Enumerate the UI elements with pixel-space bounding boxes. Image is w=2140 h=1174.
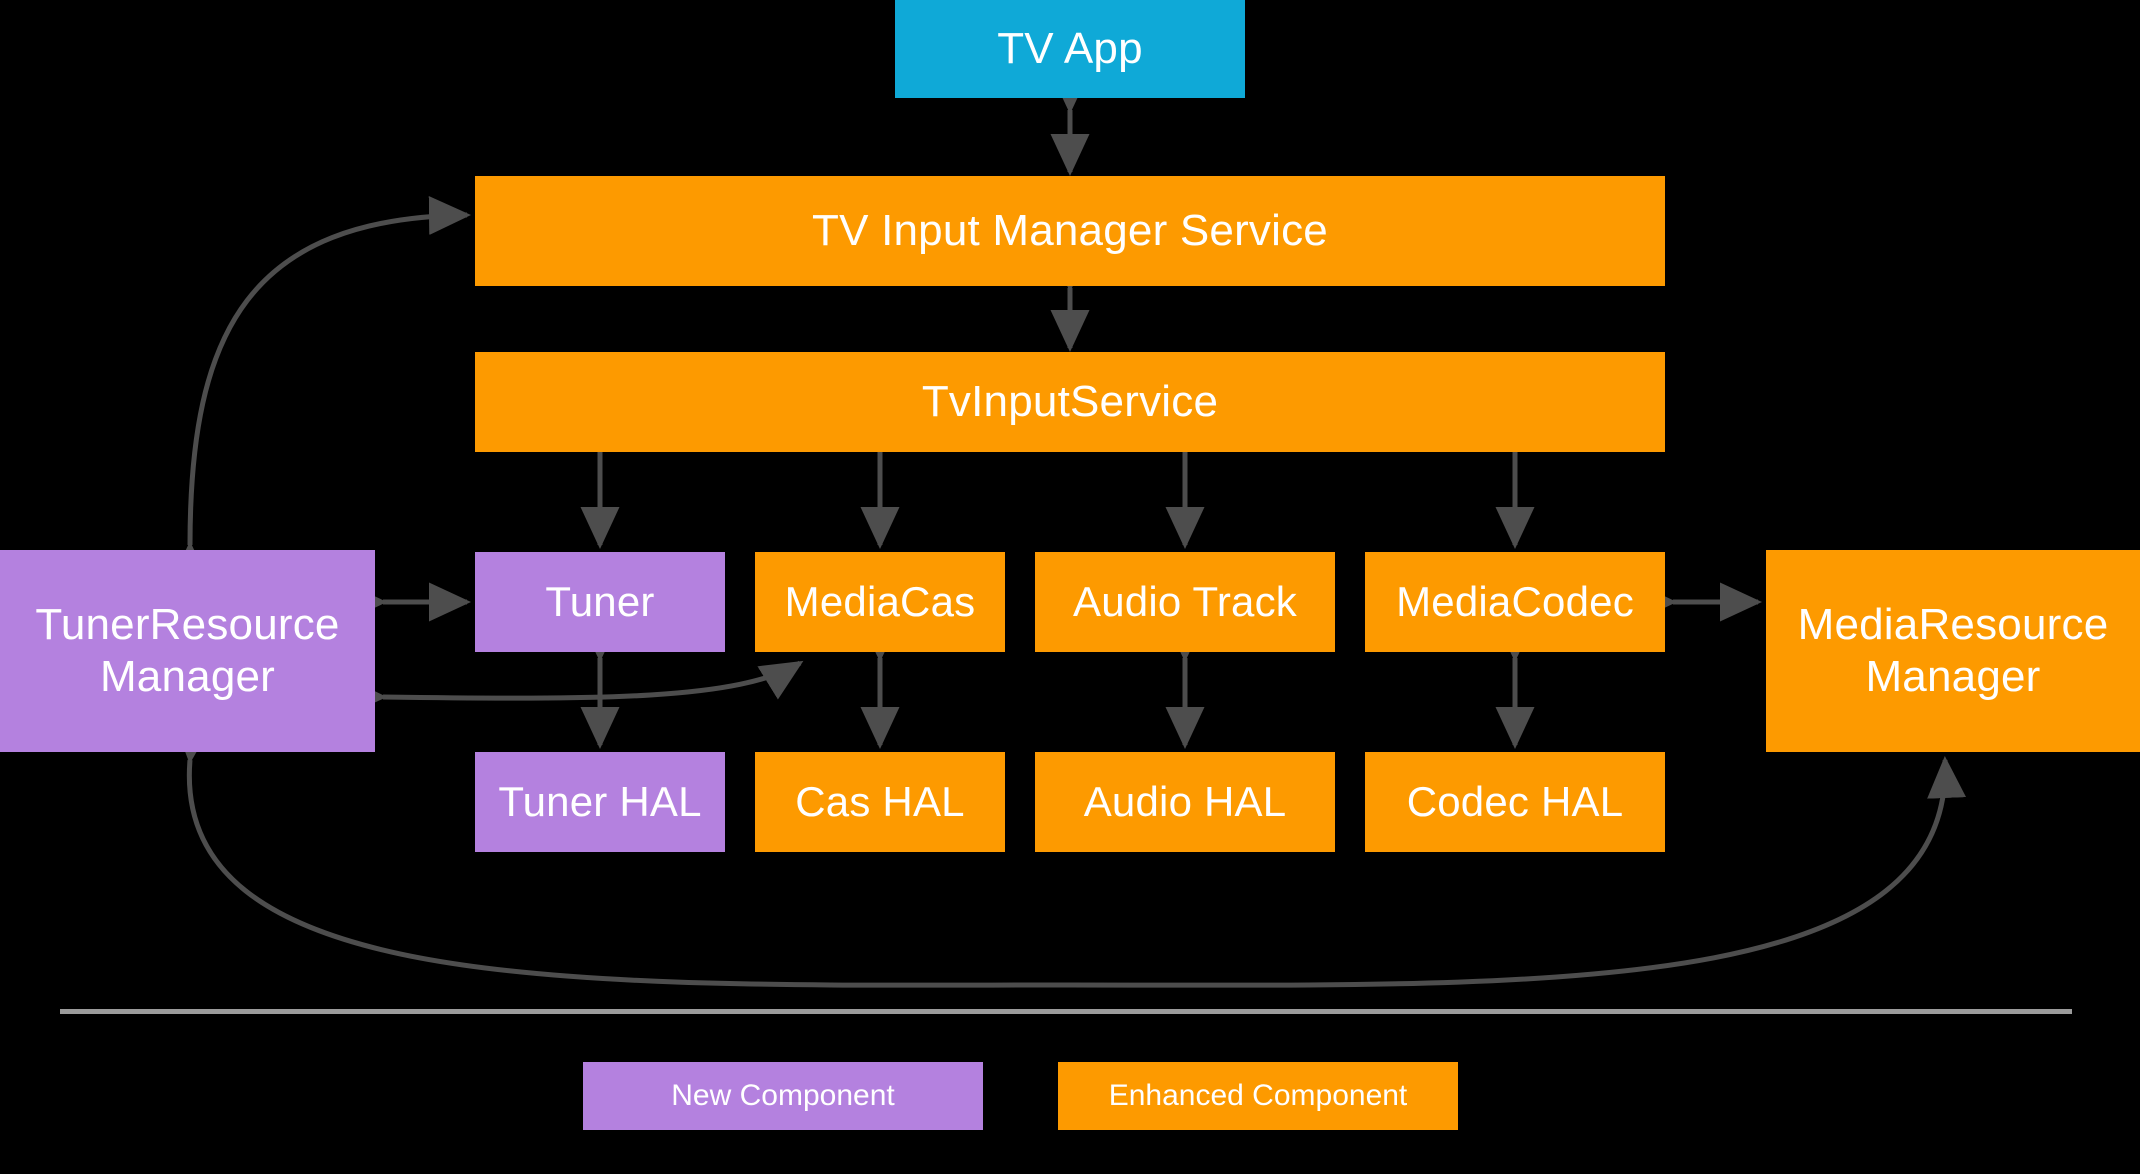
legend-item-new-component: New Component	[583, 1062, 983, 1130]
edge-tunerresourcemanager-mediacas-curved	[344, 660, 804, 716]
node-tuner-resource-manager[interactable]: TunerResource Manager	[0, 550, 375, 752]
node-media-codec[interactable]: MediaCodec	[1365, 552, 1665, 652]
node-codec-hal[interactable]: Codec HAL	[1365, 752, 1665, 852]
node-media-resource-manager[interactable]: MediaResource Manager	[1766, 550, 2140, 752]
legend-item-enhanced-component: Enhanced Component	[1058, 1062, 1458, 1130]
node-tv-input-manager-service[interactable]: TV Input Manager Service	[475, 176, 1665, 286]
node-tuner[interactable]: Tuner	[475, 552, 725, 652]
node-tv-app[interactable]: TV App	[895, 0, 1245, 98]
node-tv-input-service[interactable]: TvInputService	[475, 352, 1665, 452]
node-media-cas[interactable]: MediaCas	[755, 552, 1005, 652]
legend-label-new-component: New Component	[671, 1079, 895, 1112]
node-tuner-hal[interactable]: Tuner HAL	[475, 752, 725, 852]
node-audio-hal[interactable]: Audio HAL	[1035, 752, 1335, 852]
legend-label-enhanced-component: Enhanced Component	[1108, 1079, 1408, 1112]
node-cas-hal[interactable]: Cas HAL	[755, 752, 1005, 852]
edge-tunerresourcemanager-tvinputmanagerservice-curved	[170, 196, 471, 584]
node-audio-track[interactable]: Audio Track	[1035, 552, 1335, 652]
legend-divider	[60, 1009, 2072, 1014]
